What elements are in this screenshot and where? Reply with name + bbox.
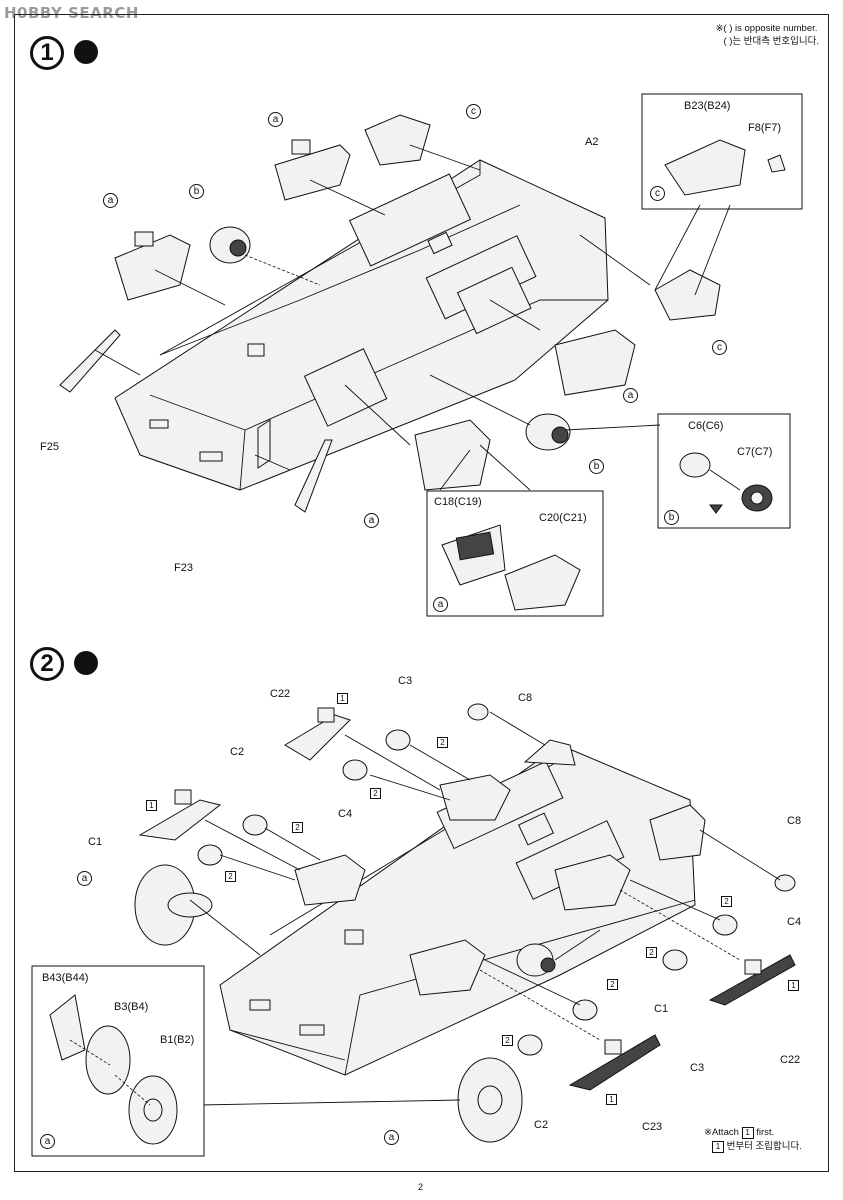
part-label-C2: C2 (534, 1119, 549, 1131)
instruction-page-frame (14, 14, 829, 1172)
callout-c: c (712, 340, 727, 355)
glue-icon (74, 40, 98, 64)
step1-hull (114, 159, 609, 491)
order-box-2: 2 (646, 947, 657, 958)
order-box-1: 1 (788, 980, 799, 991)
opposite-number-note: ※( ) is opposite number. ( )는 반대측 번호입니다. (715, 22, 819, 48)
part-label-C2: C2 (230, 746, 245, 758)
order-box-1: 1 (606, 1094, 617, 1105)
attach-note-text: ※Attach (704, 1127, 739, 1138)
part-label-F8: F8(F7) (748, 122, 781, 134)
glue-icon (74, 651, 98, 675)
part-label-C7: C7(C7) (737, 446, 773, 458)
order-box-2: 2 (370, 788, 381, 799)
part-label-C3: C3 (690, 1062, 705, 1074)
part-label-C22: C22 (270, 688, 291, 700)
step-number-2: 2 (30, 647, 64, 681)
attach-order-note: ※Attach 1 first. 1 번부터 조립합니다. (704, 1126, 802, 1154)
callout-a: a (433, 597, 448, 612)
attach-note-korean: 번부터 조립합니다. (726, 1141, 802, 1152)
part-label-C4: C4 (338, 808, 353, 820)
callout-a: a (364, 513, 379, 528)
part-label-C1: C1 (88, 836, 103, 848)
order-box-2: 2 (292, 822, 303, 833)
part-label-C8: C8 (787, 815, 802, 827)
order-box-2: 2 (502, 1035, 513, 1046)
part-label-B43: B43(B44) (42, 972, 89, 984)
part-label-B3: B3(B4) (114, 1001, 149, 1013)
part-label-C6: C6(C6) (688, 420, 724, 432)
part-label-F23: F23 (174, 562, 193, 574)
order-box-1: 1 (337, 693, 348, 704)
callout-c: c (650, 186, 665, 201)
part-label-C4: C4 (787, 916, 802, 928)
part-label-A2: A2 (585, 136, 599, 148)
part-label-C22: C22 (780, 1054, 801, 1066)
callout-b: b (589, 459, 604, 474)
step-number-1: 1 (30, 36, 64, 70)
order-box-2: 2 (607, 979, 618, 990)
callout-a: a (103, 193, 118, 208)
callout-a: a (268, 112, 283, 127)
watermark: H0BBY SEARCH (4, 4, 139, 22)
order-box-1: 1 (712, 1141, 724, 1153)
callout-b: b (189, 184, 204, 199)
part-label-C8: C8 (518, 692, 533, 704)
part-label-B1: B1(B2) (160, 1034, 195, 1046)
order-box-2: 2 (225, 871, 236, 882)
callout-c: c (466, 104, 481, 119)
part-label-B23: B23(B24) (684, 100, 731, 112)
note-line-korean: ( )는 반대측 번호입니다. (723, 36, 819, 47)
attach-note-end: first. (756, 1127, 775, 1138)
part-label-C20: C20(C21) (539, 512, 587, 524)
order-box-1: 1 (741, 1127, 754, 1139)
note-line-english: ※( ) is opposite number. (715, 23, 818, 34)
page-number: 2 (418, 1182, 424, 1192)
order-box-2: 2 (721, 896, 732, 907)
part-label-C18: C18(C19) (434, 496, 482, 508)
part-label-F25: F25 (40, 441, 59, 453)
callout-a: a (40, 1134, 55, 1149)
callout-a: a (77, 871, 92, 886)
callout-b: b (664, 510, 679, 525)
part-label-C1: C1 (654, 1003, 669, 1015)
callout-a: a (384, 1130, 399, 1145)
callout-a: a (623, 388, 638, 403)
step2-parts (134, 703, 796, 1143)
order-box-2: 2 (437, 737, 448, 748)
part-label-C23: C23 (642, 1121, 663, 1133)
part-label-C3: C3 (398, 675, 413, 687)
order-box-1: 1 (146, 800, 157, 811)
step1-parts (59, 114, 721, 513)
